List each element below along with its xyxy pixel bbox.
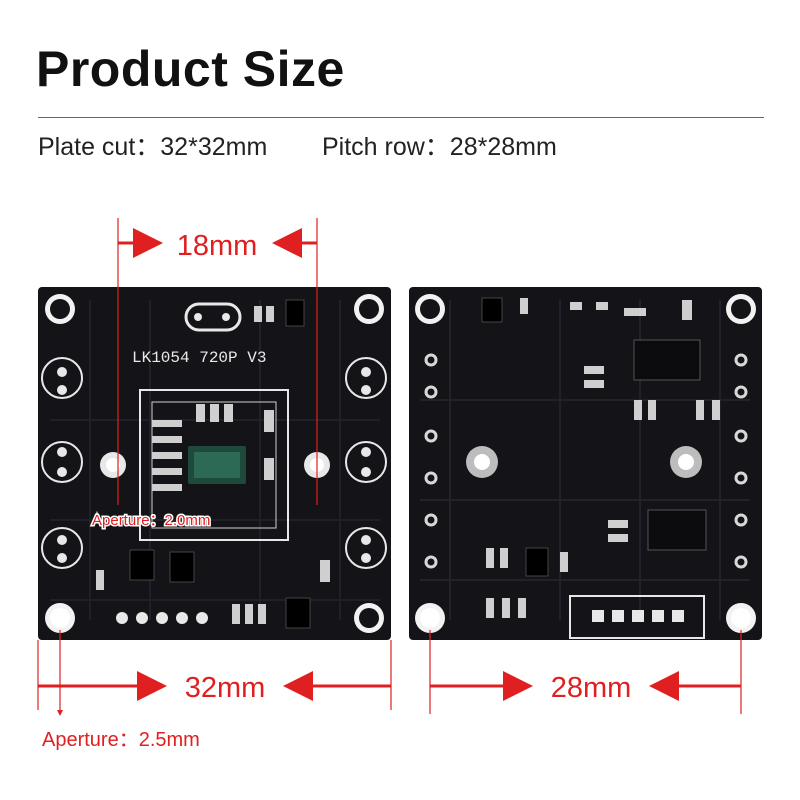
page-title: Product Size — [36, 41, 345, 97]
front-board: LK1054 720P V3 — [38, 287, 391, 640]
title-divider — [38, 117, 764, 118]
dimension-28mm: 28mm — [429, 630, 742, 714]
dimension-32mm-label: 32mm — [185, 672, 266, 704]
back-board — [409, 287, 762, 640]
front-mount-holes — [45, 294, 384, 633]
back-mount-holes — [415, 294, 756, 633]
dimension-28mm-label: 28mm — [551, 672, 632, 704]
pitch-row-spec: Pitch row：28*28mm — [322, 133, 557, 161]
aperture-large-marker — [57, 630, 63, 716]
dimension-18mm: 18mm — [117, 218, 318, 505]
aperture-small-label: Aperture：2.0mm — [92, 512, 210, 529]
dimension-32mm: 32mm — [37, 640, 392, 710]
plate-cut-spec: Plate cut：32*32mm — [38, 133, 268, 161]
dimension-18mm-label: 18mm — [177, 230, 258, 262]
aperture-large-label: Aperture：2.5mm — [42, 729, 200, 751]
silkscreen-label: LK1054 720P V3 — [132, 349, 266, 367]
